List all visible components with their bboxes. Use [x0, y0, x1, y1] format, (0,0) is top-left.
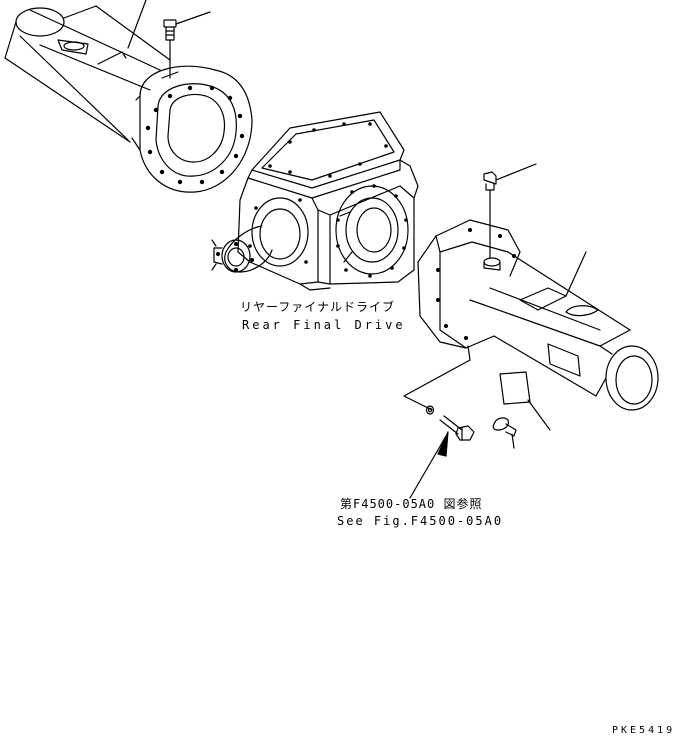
plate-rivet — [493, 418, 516, 448]
figure-reference-jp: 第F4500-05A0 図参照 — [340, 497, 483, 511]
mounting-bolt — [404, 346, 474, 440]
drawing-code: PKE5419 — [612, 725, 676, 736]
nameplate — [500, 372, 550, 430]
rear-final-drive-label-jp: リヤーファイナルドライブ — [240, 300, 396, 314]
right-axle-housing — [418, 220, 658, 410]
breather-plug-right — [484, 164, 536, 258]
breather-plug-left — [162, 12, 210, 78]
rear-final-drive — [212, 112, 418, 290]
left-axle-housing — [5, 0, 252, 192]
rear-final-drive-label-en: Rear Final Drive — [242, 318, 406, 332]
reference-arrow — [410, 432, 448, 498]
figure-reference-en: See Fig.F4500-05A0 — [337, 514, 504, 528]
